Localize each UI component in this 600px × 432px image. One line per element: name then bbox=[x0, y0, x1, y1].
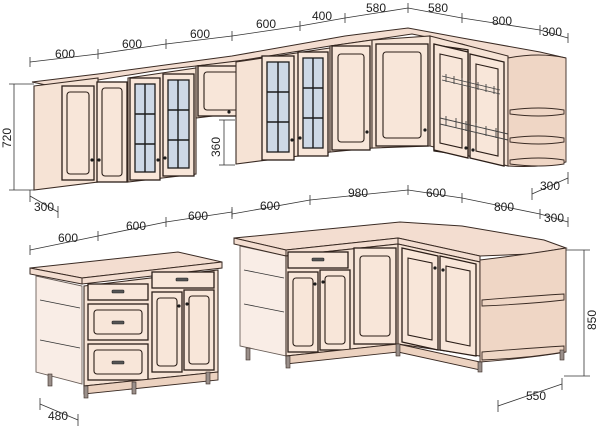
upper-width-4: 600 bbox=[256, 17, 276, 31]
lower-right-width-3: 600 bbox=[426, 186, 446, 200]
upper-depth-dimension-line bbox=[29, 190, 59, 218]
lower-left-width-2: 600 bbox=[126, 219, 146, 233]
upper-width-7: 580 bbox=[428, 1, 448, 15]
lower-right-cabinets bbox=[233, 221, 568, 373]
lower-left-depth-label: 480 bbox=[48, 409, 68, 423]
lower-left-width-dimension-line bbox=[29, 207, 233, 255]
lower-left-width-3: 600 bbox=[188, 209, 208, 223]
lower-right-width-dimension-line bbox=[231, 185, 569, 227]
upper-width-9: 300 bbox=[542, 25, 562, 39]
upper-small-height-dimension-line bbox=[219, 119, 235, 166]
lower-left-width-1: 600 bbox=[58, 231, 78, 245]
upper-depth-label: 300 bbox=[34, 200, 54, 214]
lower-left-depth-dimension-line bbox=[39, 398, 79, 426]
upper-cabinets bbox=[31, 27, 567, 191]
upper-width-dimension-line bbox=[29, 3, 569, 67]
upper-width-2: 600 bbox=[122, 37, 142, 51]
upper-width-3: 600 bbox=[190, 27, 210, 41]
lower-end-depth-label: 550 bbox=[526, 389, 546, 403]
upper-width-1: 600 bbox=[55, 47, 75, 61]
upper-height-label: 720 bbox=[0, 128, 14, 148]
lower-height-dimension-line bbox=[564, 249, 590, 377]
lower-right-width-5: 300 bbox=[544, 211, 564, 225]
upper-small-height-label: 360 bbox=[209, 137, 223, 157]
lower-height-label: 850 bbox=[585, 310, 599, 330]
lower-right-width-2: 980 bbox=[348, 186, 368, 200]
lower-right-width-4: 800 bbox=[494, 200, 514, 214]
upper-end-depth-label: 300 bbox=[540, 179, 560, 193]
lower-right-width-1: 600 bbox=[260, 199, 280, 213]
upper-width-8: 800 bbox=[492, 14, 512, 28]
lower-end-depth-dimension-line bbox=[497, 378, 563, 412]
lower-left-cabinets bbox=[29, 251, 223, 399]
upper-width-6: 580 bbox=[366, 1, 386, 15]
upper-end-depth-dimension-line bbox=[531, 172, 569, 200]
upper-width-5: 400 bbox=[312, 9, 332, 23]
